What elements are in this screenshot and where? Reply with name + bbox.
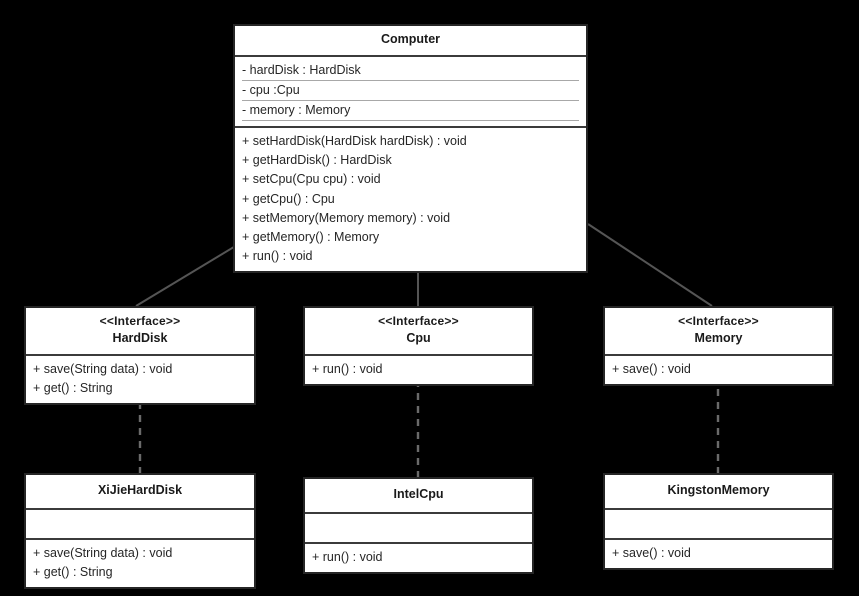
class-box-intelcpu[interactable]: IntelCpu + run() : void bbox=[303, 477, 534, 574]
attributes-compartment-intelcpu bbox=[305, 513, 532, 542]
methods-compartment-cpu: + run() : void bbox=[305, 355, 532, 384]
method-line: + getCpu() : Cpu bbox=[242, 191, 335, 206]
class-box-computer[interactable]: Computer - hardDisk : HardDisk - cpu :Cp… bbox=[233, 24, 588, 273]
class-name-computer: Computer bbox=[380, 32, 441, 46]
class-name-memory: Memory bbox=[694, 331, 743, 346]
method-line: + getMemory() : Memory bbox=[242, 229, 380, 244]
method-line: + save(String data) : void bbox=[33, 545, 173, 560]
attribute-line: - memory : Memory bbox=[242, 101, 579, 122]
method-line: + run() : void bbox=[242, 248, 313, 263]
class-box-xijieharddisk[interactable]: XiJieHardDisk + save(String data) : void… bbox=[24, 473, 256, 589]
attributes-compartment-xijieharddisk bbox=[26, 509, 254, 538]
method-line: + save() : void bbox=[612, 361, 691, 376]
method-line: + setMemory(Memory memory) : void bbox=[242, 210, 451, 225]
methods-compartment-kingstonmemory: + save() : void bbox=[605, 537, 832, 568]
class-name-kingstonmemory: KingstonMemory bbox=[667, 483, 770, 497]
class-box-cpu[interactable]: <<Interface>> Cpu + run() : void bbox=[303, 306, 534, 386]
attribute-line: - cpu :Cpu bbox=[242, 81, 579, 101]
class-header-harddisk: <<Interface>> HardDisk bbox=[26, 308, 254, 356]
edge-computer-memory bbox=[571, 217, 713, 307]
method-line: + setCpu(Cpu cpu) : void bbox=[242, 172, 381, 187]
method-line: + run() : void bbox=[312, 361, 383, 376]
stereotype-label: <<Interface>> bbox=[378, 314, 459, 328]
stereotype-label: <<Interface>> bbox=[678, 314, 759, 328]
methods-compartment-harddisk: + save(String data) : void + get() : Str… bbox=[26, 355, 254, 404]
class-name-xijieharddisk: XiJieHardDisk bbox=[97, 483, 183, 497]
method-line: + save(String data) : void bbox=[33, 361, 173, 376]
class-box-kingstonmemory[interactable]: KingstonMemory + save() : void bbox=[603, 473, 834, 570]
class-header-memory: <<Interface>> Memory bbox=[605, 308, 832, 356]
class-name-harddisk: HardDisk bbox=[112, 331, 168, 346]
class-header-computer: Computer bbox=[235, 26, 586, 57]
method-line: + get() : String bbox=[33, 564, 113, 579]
class-header-kingstonmemory: KingstonMemory bbox=[605, 475, 832, 510]
class-name-cpu: Cpu bbox=[406, 331, 431, 346]
attributes-compartment-computer: - hardDisk : HardDisk - cpu :Cpu - memor… bbox=[235, 56, 586, 127]
class-box-harddisk[interactable]: <<Interface>> HardDisk + save(String dat… bbox=[24, 306, 256, 406]
method-line: + run() : void bbox=[312, 549, 383, 564]
attribute-line: - hardDisk : HardDisk bbox=[242, 61, 579, 81]
method-line: + save() : void bbox=[612, 545, 691, 560]
methods-compartment-xijieharddisk: + save(String data) : void + get() : Str… bbox=[26, 537, 254, 587]
class-header-xijieharddisk: XiJieHardDisk bbox=[26, 475, 254, 510]
class-box-memory[interactable]: <<Interface>> Memory + save() : void bbox=[603, 306, 834, 386]
methods-compartment-intelcpu: + run() : void bbox=[305, 541, 532, 572]
methods-compartment-computer: + setHardDisk(HardDisk hardDisk) : void … bbox=[235, 126, 586, 271]
method-line: + getHardDisk() : HardDisk bbox=[242, 153, 392, 168]
attributes-compartment-kingstonmemory bbox=[605, 509, 832, 538]
method-line: + get() : String bbox=[33, 380, 113, 395]
stereotype-label: <<Interface>> bbox=[99, 314, 181, 328]
class-header-intelcpu: IntelCpu bbox=[305, 479, 532, 514]
method-line: + setHardDisk(HardDisk hardDisk) : void bbox=[242, 134, 467, 149]
class-header-cpu: <<Interface>> Cpu bbox=[305, 308, 532, 356]
class-name-intelcpu: IntelCpu bbox=[393, 487, 444, 501]
methods-compartment-memory: + save() : void bbox=[605, 355, 832, 384]
